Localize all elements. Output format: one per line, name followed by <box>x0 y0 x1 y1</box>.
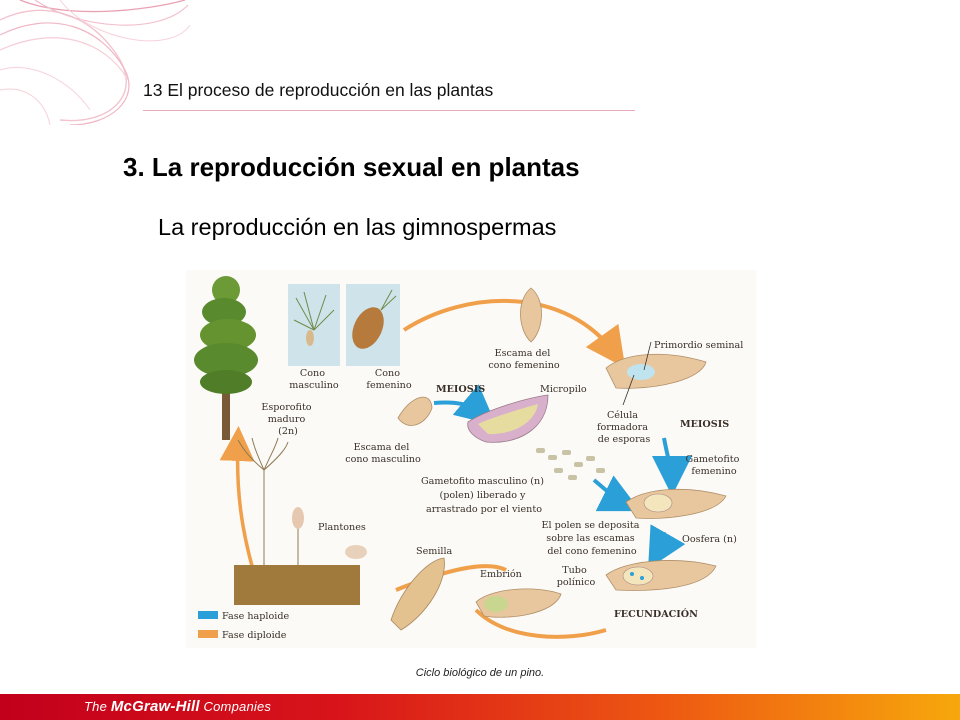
label-cono-femenino: Cono femenino <box>366 368 411 391</box>
soil <box>234 565 360 605</box>
legend-swatch-haploide <box>198 611 218 619</box>
label-gametofito-femenino: Gametofito femenino <box>686 454 743 477</box>
cycle-arrow-left <box>219 426 258 581</box>
germinating-seed <box>345 545 367 559</box>
legend-label-diploide: Fase diploide <box>222 630 287 641</box>
label-embrion: Embrión <box>480 569 522 580</box>
celula-pointer <box>622 374 635 406</box>
primordio-inner-shape <box>478 404 538 435</box>
label-semilla: Semilla <box>416 546 453 557</box>
label-gametofito-masculino: Gametofito masculino (n) (polen) liberad… <box>421 476 547 515</box>
primordio-seminal-shape <box>605 353 707 389</box>
label-escama-cono-masculino: Escama del cono masculino <box>345 442 421 465</box>
embrion-core <box>484 596 508 612</box>
brand-the: The <box>84 699 108 714</box>
chapter-divider <box>143 110 635 111</box>
seedling-seed <box>292 507 304 529</box>
label-polen-deposita: El polen se deposita sobre las escamas d… <box>541 520 642 557</box>
cycle-arrow-top <box>402 298 626 369</box>
label-fecundacion: FECUNDACIÓN <box>614 608 698 620</box>
label-oosfera: Oosfera (n) <box>682 534 737 545</box>
primordio-pointer <box>643 341 652 371</box>
mcgraw-hill-logo: The McGraw-Hill Companies <box>84 698 271 715</box>
cono-masculino-needles <box>293 291 335 346</box>
decorative-swirl <box>0 0 190 125</box>
cycle-arrow-bottom-right <box>474 608 607 639</box>
label-meiosis-2: MEIOSIS <box>680 419 729 430</box>
chapter-title: 13 El proceso de reproducción en las pla… <box>143 80 494 100</box>
label-esporofito: Esporofito maduro (2n) <box>261 402 314 437</box>
legend-swatch-diploide <box>198 630 218 638</box>
label-micropilo: Micropilo <box>540 384 587 395</box>
meiosis-arrow-2 <box>651 437 692 496</box>
seedling-illustration <box>237 437 299 565</box>
pine-tree-illustration <box>194 276 258 440</box>
oosfera-arrow <box>648 524 686 569</box>
label-tubo-polinico: Tubo polínico <box>557 565 596 588</box>
pollen-grains <box>536 448 605 480</box>
legend-label-haploide: Fase haploide <box>222 611 289 622</box>
section-title: 3. La reproducción sexual en plantas <box>123 152 580 182</box>
cono-femenino-cone <box>352 289 397 349</box>
slide-subtitle: La reproducción en las gimnospermas <box>158 214 557 240</box>
primordio-cell <box>627 364 655 380</box>
label-primordio-seminal: Primordio seminal <box>654 340 743 351</box>
cono-masculino-image <box>288 284 340 366</box>
label-cono-masculino: Cono masculino <box>289 368 339 391</box>
label-meiosis-1: MEIOSIS <box>436 384 485 395</box>
escama-masculina-shape <box>397 396 433 426</box>
semilla-shape <box>390 557 445 631</box>
pine-life-cycle-diagram: Cono masculino Cono femenino Esporofito … <box>186 270 756 648</box>
pollen-arrow <box>592 475 641 512</box>
label-celula-formadora: Célula formadora de esporas <box>597 410 651 445</box>
label-escama-cono-femenino: Escama del cono femenino <box>488 348 560 371</box>
meiosis-arrow-1 <box>433 384 497 426</box>
label-plantones: Plantones <box>318 522 366 533</box>
brand-name: McGraw-Hill <box>110 698 200 715</box>
footer-bar <box>0 694 960 720</box>
figure-caption: Ciclo biológico de un pino. <box>415 667 545 679</box>
escama-femenina-shape <box>520 287 542 343</box>
brand-companies: Companies <box>203 699 272 714</box>
